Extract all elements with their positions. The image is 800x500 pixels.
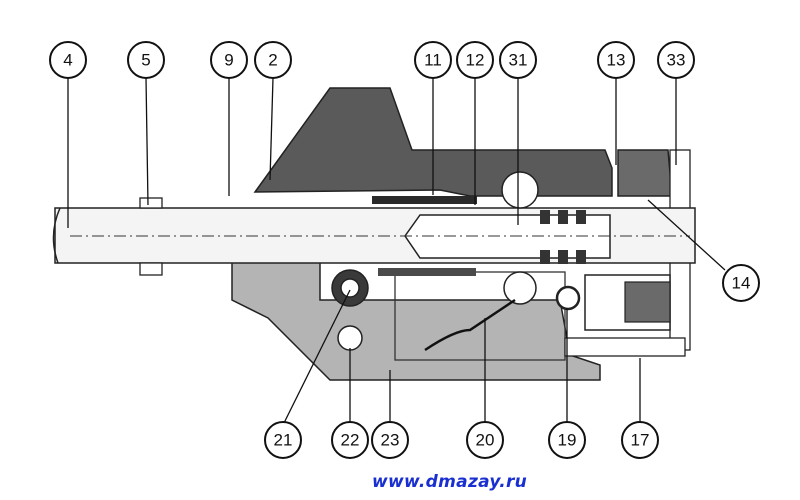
trigger-rod xyxy=(564,337,686,357)
lower-housing-frame xyxy=(394,271,566,361)
upper-ball xyxy=(501,171,539,209)
receiver-lower-body xyxy=(231,261,601,381)
callout-14: 14 xyxy=(722,264,760,302)
callout-13: 13 xyxy=(597,41,635,79)
callout-2: 2 xyxy=(254,41,292,79)
callout-label: 19 xyxy=(558,431,577,450)
right-lower-seal xyxy=(624,281,671,323)
callout-label: 13 xyxy=(607,51,626,70)
callout-label: 23 xyxy=(381,431,400,450)
callout-23: 23 xyxy=(371,421,409,459)
callout-label: 14 xyxy=(732,274,751,293)
callout-label: 33 xyxy=(667,51,686,70)
callout-label: 17 xyxy=(631,431,650,450)
website-url[interactable]: www.dmazay.ru xyxy=(372,472,528,492)
callout-17: 17 xyxy=(621,421,659,459)
callout-12: 12 xyxy=(456,41,494,79)
receiver-upper-body xyxy=(253,87,613,197)
pin-22 xyxy=(337,325,363,351)
callout-5: 5 xyxy=(127,41,165,79)
spring-wire-20 xyxy=(424,298,516,352)
callout-label: 31 xyxy=(509,51,528,70)
callout-label: 2 xyxy=(268,51,277,70)
callout-11: 11 xyxy=(414,41,452,79)
lower-ball xyxy=(503,271,537,305)
callout-label: 22 xyxy=(341,431,360,450)
upper-spring xyxy=(372,196,477,204)
callout-31: 31 xyxy=(499,41,537,79)
callout-20: 20 xyxy=(466,421,504,459)
callout-label: 9 xyxy=(224,51,233,70)
callout-4: 4 xyxy=(49,41,87,79)
barrel-nose xyxy=(52,207,61,264)
pin-21-core xyxy=(340,278,360,298)
callout-19: 19 xyxy=(548,421,586,459)
callout-9: 9 xyxy=(210,41,248,79)
pin-19 xyxy=(555,285,581,311)
callout-22: 22 xyxy=(331,421,369,459)
callout-label: 5 xyxy=(141,51,150,70)
leader-lines xyxy=(67,77,726,426)
callout-label: 11 xyxy=(424,51,442,70)
callout-label: 20 xyxy=(476,431,495,450)
lower-spring xyxy=(378,268,476,276)
callout-label: 4 xyxy=(63,51,72,70)
bolt-grooves xyxy=(540,210,586,264)
barrel-nut xyxy=(139,197,163,276)
callout-33: 33 xyxy=(657,41,695,79)
callout-21: 21 xyxy=(264,421,302,459)
right-upper-block xyxy=(617,149,673,197)
callout-label: 21 xyxy=(274,431,293,450)
callout-label: 12 xyxy=(466,51,485,70)
